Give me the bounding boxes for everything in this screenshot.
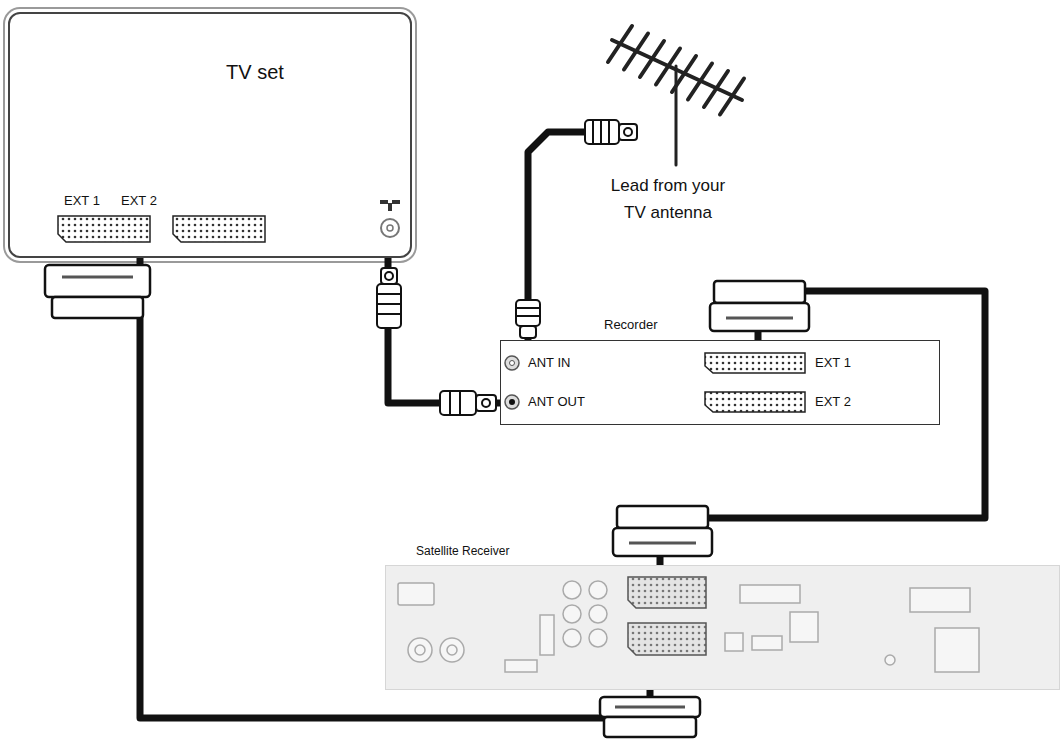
tv-set-box: TV set	[8, 12, 412, 258]
recorder-box: Recorder	[500, 340, 940, 425]
node-label: Satellite Receiver	[416, 544, 576, 558]
satellite-receiver-box: Satellite Receiver	[385, 565, 1060, 690]
port-label: EXT 2	[815, 394, 851, 409]
cable	[388, 258, 500, 403]
cable	[660, 291, 985, 565]
node-label: TV set	[195, 60, 315, 84]
port-label: ANT OUT	[528, 394, 585, 409]
port-label: EXT 1	[815, 355, 851, 370]
port-label: EXT 2	[121, 193, 157, 208]
port-label: EXT 1	[64, 193, 100, 208]
port-label: ANT IN	[528, 355, 570, 370]
antenna-symbol	[608, 26, 744, 165]
node-label: Recorder	[604, 317, 724, 333]
node-label: Lead from your TV antenna	[603, 172, 733, 226]
antenna-node: Lead from your TV antenna	[588, 10, 748, 225]
cable	[528, 132, 588, 340]
